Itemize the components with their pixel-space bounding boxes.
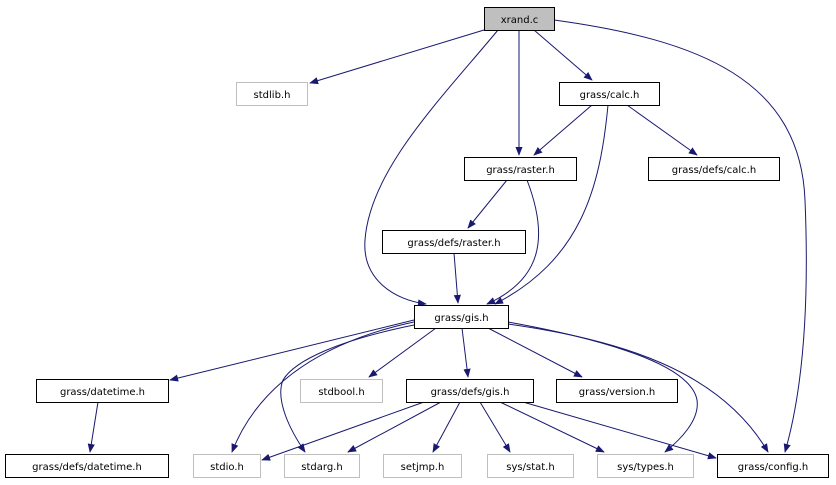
edge-grass-gis-h-to-grass-defs-gis-h xyxy=(461,327,471,378)
nodes: xrand.c stdlib.h grass/calc.h grass/raster.… xyxy=(5,7,829,478)
edges xyxy=(87,19,807,461)
edge-grass-gis-h-to-stdarg-h xyxy=(280,324,415,453)
node-grass-defs-raster-h[interactable]: grass/defs/raster.h xyxy=(382,230,526,254)
node-stdlib-h: stdlib.h xyxy=(236,82,308,106)
edge-grass-gis-h-to-grass-config-h xyxy=(507,323,769,453)
node-sys-types-h: sys/types.h xyxy=(597,454,694,478)
node-box xyxy=(414,305,509,329)
edge-grass-defs-gis-h-to-sys-types-h xyxy=(499,401,605,453)
edge-xrand-c-to-grass-calc-h xyxy=(533,29,593,81)
node-grass-calc-h[interactable]: grass/calc.h xyxy=(559,82,660,106)
node-label: stdarg.h xyxy=(301,462,342,473)
node-box xyxy=(383,454,462,478)
node-grass-defs-calc-h[interactable]: grass/defs/calc.h xyxy=(648,157,780,181)
node-box xyxy=(300,379,383,403)
node-box xyxy=(484,7,555,31)
edge-grass-defs-gis-h-to-stdio-h xyxy=(261,401,425,461)
edge-grass-calc-h-to-grass-defs-calc-h xyxy=(626,104,698,156)
node-label: sys/types.h xyxy=(617,462,674,473)
node-label: setjmp.h xyxy=(401,462,445,473)
edge-grass-defs-gis-h-to-sys-stat-h xyxy=(479,401,511,453)
node-box xyxy=(382,230,526,254)
node-stdarg-h: stdarg.h xyxy=(284,454,360,478)
node-sys-stat-h: sys/stat.h xyxy=(487,454,574,478)
edge-grass-defs-gis-h-to-setjmp-h xyxy=(432,401,461,453)
edge-grass-gis-h-to-grass-datetime-h xyxy=(169,319,415,382)
edge-xrand-c-to-stdlib-h xyxy=(309,29,485,85)
node-box xyxy=(5,454,169,478)
edge-grass-raster-h-to-grass-defs-raster-h xyxy=(467,179,508,229)
node-grass-config-h[interactable]: grass/config.h xyxy=(717,454,829,478)
node-label: grass/defs/calc.h xyxy=(672,165,756,176)
node-label: stdlib.h xyxy=(254,90,291,101)
node-label: grass/defs/datetime.h xyxy=(32,462,142,473)
node-label: stdbool.h xyxy=(318,387,364,398)
edge-grass-datetime-h-to-grass-defs-datetime-h xyxy=(87,401,99,453)
node-grass-defs-datetime-h[interactable]: grass/defs/datetime.h xyxy=(5,454,169,478)
node-box xyxy=(597,454,694,478)
node-label: grass/raster.h xyxy=(486,165,555,176)
node-box xyxy=(36,379,169,403)
node-label: grass/defs/raster.h xyxy=(407,238,500,249)
node-stdio-h: stdio.h xyxy=(193,454,261,478)
node-box xyxy=(284,454,360,478)
edge-grass-gis-h-to-stdbool-h xyxy=(368,327,437,378)
node-grass-datetime-h[interactable]: grass/datetime.h xyxy=(36,379,169,403)
node-grass-raster-h[interactable]: grass/raster.h xyxy=(464,157,577,181)
edge-grass-defs-gis-h-to-grass-config-h xyxy=(522,401,717,460)
node-label: grass/datetime.h xyxy=(60,387,145,398)
node-label: grass/config.h xyxy=(738,462,809,473)
node-box xyxy=(717,454,829,478)
edge-grass-gis-h-to-stdio-h xyxy=(231,321,415,453)
node-label: stdio.h xyxy=(210,462,244,473)
node-box xyxy=(193,454,261,478)
node-box xyxy=(406,379,534,403)
node-xrand-c[interactable]: xrand.c xyxy=(484,7,555,31)
edge-grass-calc-h-to-grass-gis-h xyxy=(494,104,609,305)
edge-grass-defs-gis-h-to-stdarg-h xyxy=(347,401,442,453)
node-label: grass/version.h xyxy=(579,387,656,398)
node-label: grass/defs/gis.h xyxy=(431,387,510,398)
edge-grass-defs-raster-h-to-grass-gis-h xyxy=(453,252,461,304)
edge-grass-raster-h-to-grass-gis-h xyxy=(486,179,540,305)
node-grass-defs-gis-h[interactable]: grass/defs/gis.h xyxy=(406,379,534,403)
node-box xyxy=(236,82,308,106)
edge-grass-gis-h-to-grass-version-h xyxy=(487,327,583,378)
edge-xrand-c-to-grass-config-h xyxy=(553,19,807,453)
node-stdbool-h: stdbool.h xyxy=(300,379,383,403)
node-grass-gis-h[interactable]: grass/gis.h xyxy=(414,305,509,329)
node-grass-version-h[interactable]: grass/version.h xyxy=(556,379,678,403)
node-box xyxy=(556,379,678,403)
node-box xyxy=(487,454,574,478)
node-label: sys/stat.h xyxy=(506,462,554,473)
node-setjmp-h: setjmp.h xyxy=(383,454,462,478)
node-label: xrand.c xyxy=(501,15,539,26)
edge-xrand-c-to-grass-gis-h xyxy=(364,29,499,307)
node-box xyxy=(464,157,577,181)
node-box xyxy=(559,82,660,106)
node-box xyxy=(648,157,780,181)
node-label: grass/calc.h xyxy=(580,90,640,101)
edge-grass-calc-h-to-grass-raster-h xyxy=(533,104,593,156)
node-label: grass/gis.h xyxy=(434,313,488,324)
